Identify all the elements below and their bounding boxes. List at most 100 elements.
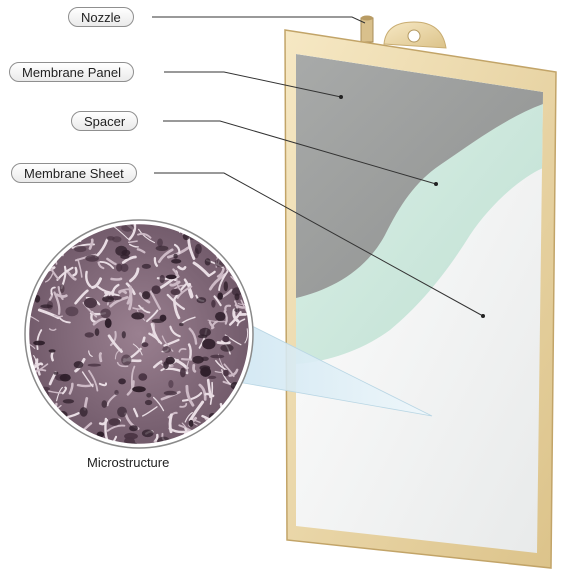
- fiber-strand: [239, 405, 247, 408]
- fiber-strand: [28, 391, 39, 404]
- pore: [85, 255, 99, 262]
- fiber-strand: [25, 428, 27, 437]
- pore: [197, 297, 207, 303]
- fiber-strand: [57, 229, 72, 232]
- pore: [95, 328, 100, 336]
- fiber-strand: [20, 386, 27, 391]
- label-membrane-panel-text: Membrane Panel: [22, 65, 121, 80]
- pore: [152, 285, 161, 294]
- pore: [122, 331, 126, 338]
- nozzle-part: [361, 16, 373, 43]
- pore: [171, 259, 181, 264]
- pore: [80, 407, 88, 417]
- pore: [53, 435, 57, 442]
- pore: [192, 356, 204, 364]
- pore: [60, 284, 65, 293]
- fiber-strand: [194, 365, 195, 371]
- fiber-strand: [225, 408, 241, 422]
- pore: [142, 342, 149, 347]
- fiber-strand: [47, 425, 60, 434]
- label-nozzle: Nozzle: [68, 7, 134, 27]
- fiber-strand: [248, 412, 263, 415]
- pore: [210, 355, 224, 359]
- label-membrane-panel: Membrane Panel: [9, 62, 134, 82]
- pore: [138, 373, 147, 380]
- pore: [33, 341, 45, 346]
- fiber-strand: [241, 235, 250, 240]
- pore: [173, 254, 177, 259]
- pore: [146, 393, 151, 398]
- label-spacer: Spacer: [71, 111, 138, 131]
- pore: [223, 370, 229, 377]
- fiber-strand: [39, 232, 52, 241]
- fiber-strand: [52, 353, 53, 361]
- pore: [195, 244, 202, 254]
- fiber-strand: [28, 259, 38, 264]
- pore: [74, 361, 84, 368]
- caption-microstructure: Microstructure: [87, 455, 169, 470]
- pore: [248, 292, 254, 298]
- fiber-strand: [112, 279, 121, 280]
- fiber-strand: [42, 411, 45, 421]
- pore: [202, 339, 215, 350]
- pore: [118, 378, 126, 384]
- hanger-tab: [384, 22, 446, 48]
- pore: [166, 357, 175, 365]
- pore: [224, 245, 235, 248]
- pore: [164, 391, 177, 396]
- pore: [228, 217, 239, 226]
- pore: [63, 399, 74, 403]
- label-spacer-text: Spacer: [84, 114, 125, 129]
- pore: [116, 264, 122, 272]
- fiber-strand: [246, 411, 256, 430]
- fiber-strand: [223, 234, 231, 243]
- fiber-strand: [27, 244, 46, 254]
- pore: [49, 349, 56, 352]
- fiber-strand: [244, 286, 251, 287]
- fiber-strand: [40, 425, 49, 432]
- pore: [121, 355, 131, 366]
- pore: [131, 312, 144, 319]
- fiber-strand: [235, 220, 251, 225]
- label-membrane-sheet: Membrane Sheet: [11, 163, 137, 183]
- pore: [129, 425, 138, 431]
- pore: [160, 275, 165, 283]
- fiber-strand: [55, 232, 74, 234]
- pore: [54, 372, 59, 375]
- pore: [230, 443, 240, 446]
- pore: [162, 346, 171, 353]
- pore: [179, 323, 184, 326]
- pore: [40, 304, 52, 308]
- label-membrane-sheet-text: Membrane Sheet: [24, 166, 124, 181]
- pore: [88, 364, 101, 367]
- pore: [160, 315, 167, 322]
- pore: [189, 420, 194, 427]
- pore: [243, 261, 252, 267]
- microstructure-image: [15, 211, 264, 457]
- pore: [205, 258, 211, 265]
- pore: [105, 318, 112, 328]
- pore: [65, 307, 78, 317]
- pore: [244, 393, 254, 396]
- pore: [100, 309, 111, 319]
- fiber-strand: [196, 434, 208, 444]
- fiber-strand: [51, 229, 66, 243]
- pore: [217, 292, 223, 299]
- fiber-strand: [225, 414, 246, 415]
- pore: [166, 275, 177, 280]
- pore: [74, 246, 86, 252]
- fiber-strand: [37, 216, 44, 223]
- pore: [28, 226, 37, 236]
- pore: [235, 293, 240, 300]
- fiber-strand: [78, 385, 93, 386]
- fiber-strand: [222, 234, 224, 248]
- pore: [27, 394, 32, 400]
- pore: [26, 401, 36, 404]
- fiber-strand: [48, 412, 56, 428]
- pore: [198, 335, 208, 339]
- pore: [145, 400, 152, 405]
- pore: [157, 239, 163, 247]
- pore: [168, 380, 173, 388]
